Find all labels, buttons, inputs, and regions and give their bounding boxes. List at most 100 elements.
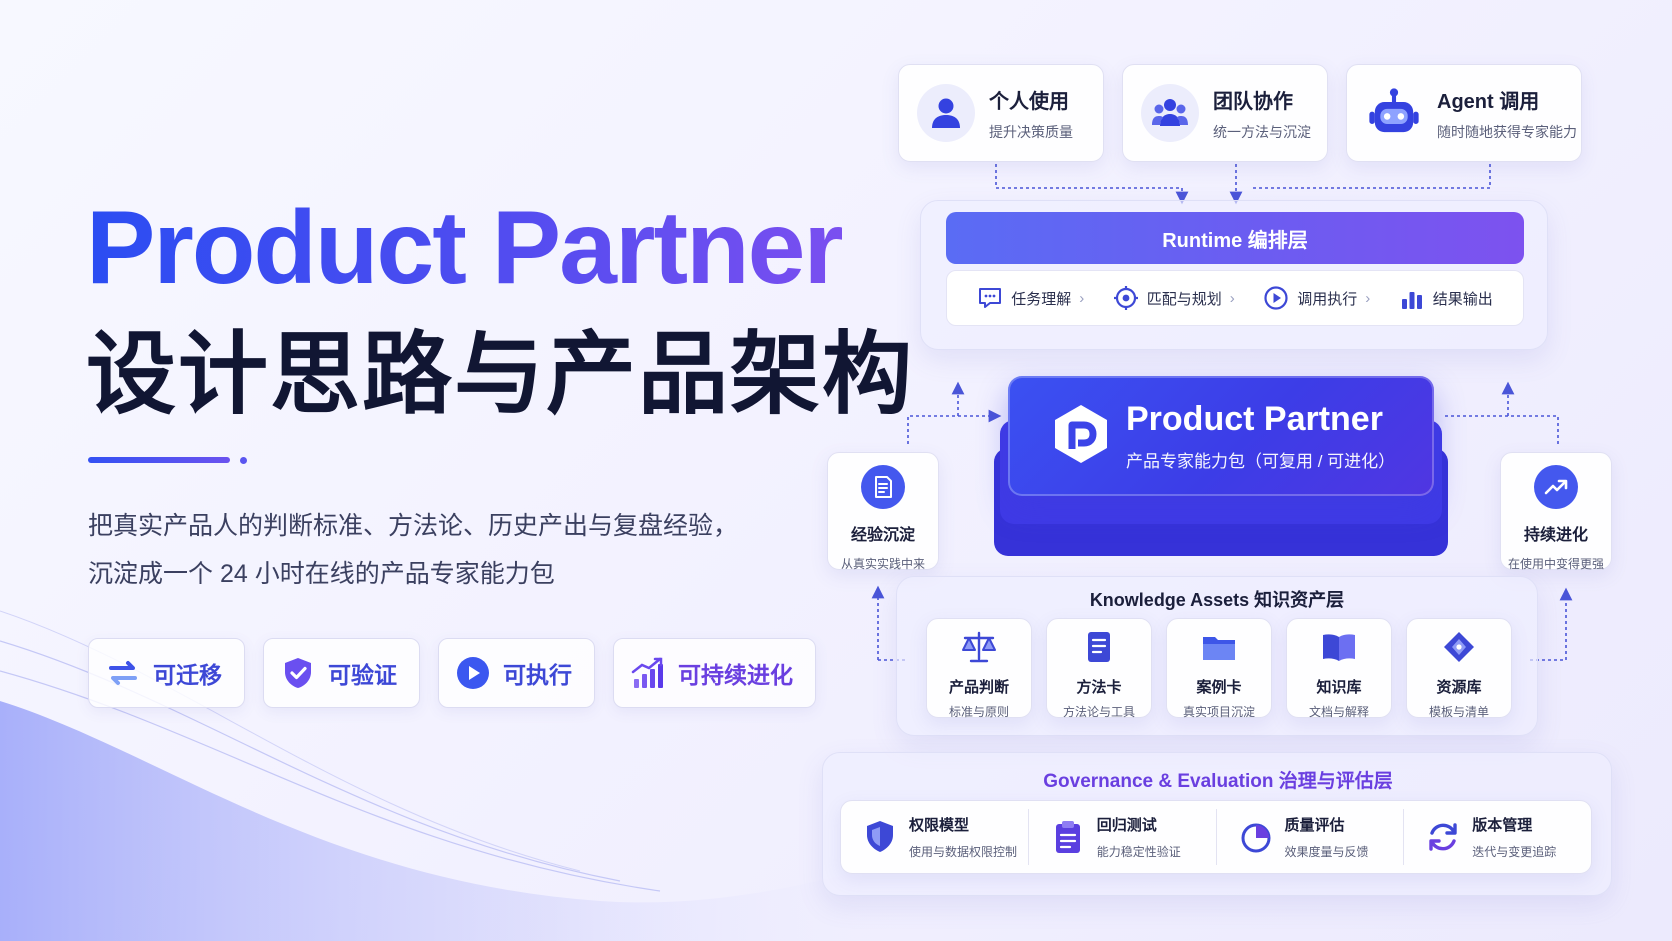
runtime-step-execute: 调用执行 ›	[1263, 285, 1370, 311]
team-icon	[1152, 99, 1188, 126]
knowledge-layer-title: Knowledge Assets 知识资产层	[1089, 590, 1345, 610]
document-icon	[875, 476, 892, 498]
runtime-step-task: 任务理解 ›	[977, 285, 1084, 311]
governance-item-subtitle: 效果度量与反馈	[1284, 845, 1369, 859]
user-card-subtitle: 随时随地获得专家能力	[1437, 123, 1577, 140]
asset-title: 方法卡	[1076, 679, 1122, 696]
hero-description: 把真实产品人的判断标准、方法论、历史产出与复盘经验， 沉淀成一个 24 小时在线…	[88, 502, 738, 598]
governance-item-title: 权限模型	[909, 817, 970, 834]
asset-product-judgment: 产品判断 标准与原则	[926, 618, 1032, 719]
hero-description-line-1: 把真实产品人的判断标准、方法论、历史产出与复盘经验，	[88, 512, 739, 540]
asset-case-card: 案例卡 真实项目沉淀	[1166, 618, 1272, 719]
runtime-step-plan: 匹配与规划 ›	[1113, 285, 1235, 311]
core-subtitle: 产品专家能力包（可复用 / 可进化）	[1126, 452, 1396, 471]
refresh-icon	[1429, 823, 1457, 851]
user-card-personal: 个人使用 提升决策质量	[898, 64, 1104, 162]
side-card-subtitle: 在使用中变得更强	[1507, 557, 1604, 571]
transfer-arrows-icon	[109, 661, 137, 685]
product-partner-logo-icon	[1055, 404, 1107, 463]
play-icon	[457, 657, 489, 689]
asset-title: 产品判断	[948, 679, 1009, 696]
asset-method-card: 方法卡 方法论与工具	[1046, 618, 1152, 719]
governance-regression: 回归测试 能力稳定性验证	[1027, 809, 1216, 865]
side-card-experience: 经验沉淀 从真实实践中来	[827, 452, 939, 571]
asset-resource-library: 资源库 模板与清单	[1406, 618, 1512, 719]
runtime-step-label: 结果输出	[1432, 290, 1493, 308]
growth-chart-icon	[631, 657, 663, 688]
asset-subtitle: 方法论与工具	[1062, 705, 1135, 719]
governance-permissions: 权限模型 使用与数据权限控制	[841, 809, 1028, 865]
step-separator: ›	[1365, 289, 1371, 307]
book-icon	[1323, 634, 1355, 661]
asset-subtitle: 模板与清单	[1428, 705, 1489, 719]
hero-underline	[88, 457, 230, 463]
asset-knowledge-base: 知识库 文档与解释	[1286, 618, 1392, 719]
user-card-team: 团队协作 统一方法与沉淀	[1122, 64, 1328, 162]
governance-versioning: 版本管理 迭代与变更追踪	[1403, 809, 1591, 865]
asset-subtitle: 文档与解释	[1308, 705, 1369, 719]
governance-item-subtitle: 使用与数据权限控制	[909, 845, 1018, 859]
badge-executable: 可执行	[438, 638, 595, 708]
asset-title: 知识库	[1316, 679, 1362, 696]
trend-up-icon	[1544, 479, 1568, 495]
core-product-partner: Product Partner 产品专家能力包（可复用 / 可进化）	[1008, 376, 1434, 496]
governance-items: 权限模型 使用与数据权限控制 回归测试 能力稳定性验证 质量评估 效果度量与反馈	[840, 800, 1592, 874]
badge-evolving: 可持续进化	[613, 638, 816, 708]
runtime-step-label: 调用执行	[1297, 290, 1358, 308]
governance-item-title: 版本管理	[1472, 817, 1533, 834]
badge-label: 可持续进化	[678, 662, 793, 688]
feature-badges: 可迁移 可验证 可执行 可持续进化	[88, 638, 816, 708]
tag-icon	[1444, 632, 1474, 662]
shield-icon	[867, 821, 893, 852]
hero-subtitle: 设计思路与产品架构	[86, 325, 914, 425]
robot-icon	[1369, 88, 1419, 133]
user-card-title: 个人使用	[989, 90, 1069, 113]
runtime-step-label: 匹配与规划	[1146, 290, 1222, 308]
play-circle-icon	[1264, 286, 1288, 310]
scale-icon	[962, 631, 996, 663]
runtime-steps: 任务理解 › 匹配与规划 › 调用执行 › 结果输出	[946, 270, 1524, 326]
badge-verifiable: 可验证	[263, 638, 420, 708]
asset-subtitle: 真实项目沉淀	[1182, 705, 1255, 719]
badge-label: 可执行	[503, 662, 572, 688]
governance-quality: 质量评估 效果度量与反馈	[1215, 809, 1404, 865]
asset-subtitle: 标准与原则	[948, 705, 1009, 719]
hero-title: Product Partner	[86, 190, 844, 306]
governance-layer-title: Governance & Evaluation 治理与评估层	[1043, 771, 1393, 792]
hero-underline-dot	[240, 457, 247, 464]
badge-label: 可迁移	[153, 662, 222, 688]
user-card-title: Agent 调用	[1437, 90, 1540, 113]
bar-chart-icon	[1401, 292, 1422, 309]
asset-title: 案例卡	[1196, 679, 1242, 696]
core-title: Product Partner	[1126, 400, 1383, 438]
governance-item-subtitle: 能力稳定性验证	[1096, 845, 1181, 859]
side-card-title: 经验沉淀	[850, 527, 915, 544]
card-icon	[1088, 632, 1110, 662]
shield-check-icon	[285, 658, 311, 688]
user-card-subtitle: 提升决策质量	[989, 123, 1073, 140]
side-card-evolution: 持续进化 在使用中变得更强	[1500, 452, 1612, 571]
chat-icon	[979, 288, 1002, 308]
clipboard-icon	[1055, 821, 1080, 853]
governance-item-title: 回归测试	[1096, 817, 1157, 834]
user-card-agent: Agent 调用 随时随地获得专家能力	[1346, 64, 1582, 162]
side-card-title: 持续进化	[1523, 527, 1588, 544]
pie-chart-icon	[1241, 823, 1270, 853]
step-separator: ›	[1079, 289, 1085, 307]
side-card-subtitle: 从真实实践中来	[840, 557, 925, 571]
folder-icon	[1203, 637, 1235, 660]
badge-transferable: 可迁移	[88, 638, 245, 708]
background-wave	[0, 610, 900, 941]
runtime-step-label: 任务理解	[1011, 290, 1072, 308]
target-icon	[1113, 286, 1138, 310]
hero-description-line-2: 沉淀成一个 24 小时在线的产品专家能力包	[88, 560, 555, 588]
governance-item-title: 质量评估	[1284, 817, 1345, 834]
user-card-subtitle: 统一方法与沉淀	[1213, 123, 1311, 140]
asset-title: 资源库	[1436, 679, 1482, 696]
person-icon	[932, 98, 960, 128]
governance-item-subtitle: 迭代与变更追踪	[1472, 845, 1557, 859]
runtime-step-output: 结果输出	[1399, 285, 1493, 311]
user-card-title: 团队协作	[1213, 90, 1293, 113]
runtime-layer-title: Runtime 编排层	[946, 212, 1524, 264]
step-separator: ›	[1229, 289, 1235, 307]
